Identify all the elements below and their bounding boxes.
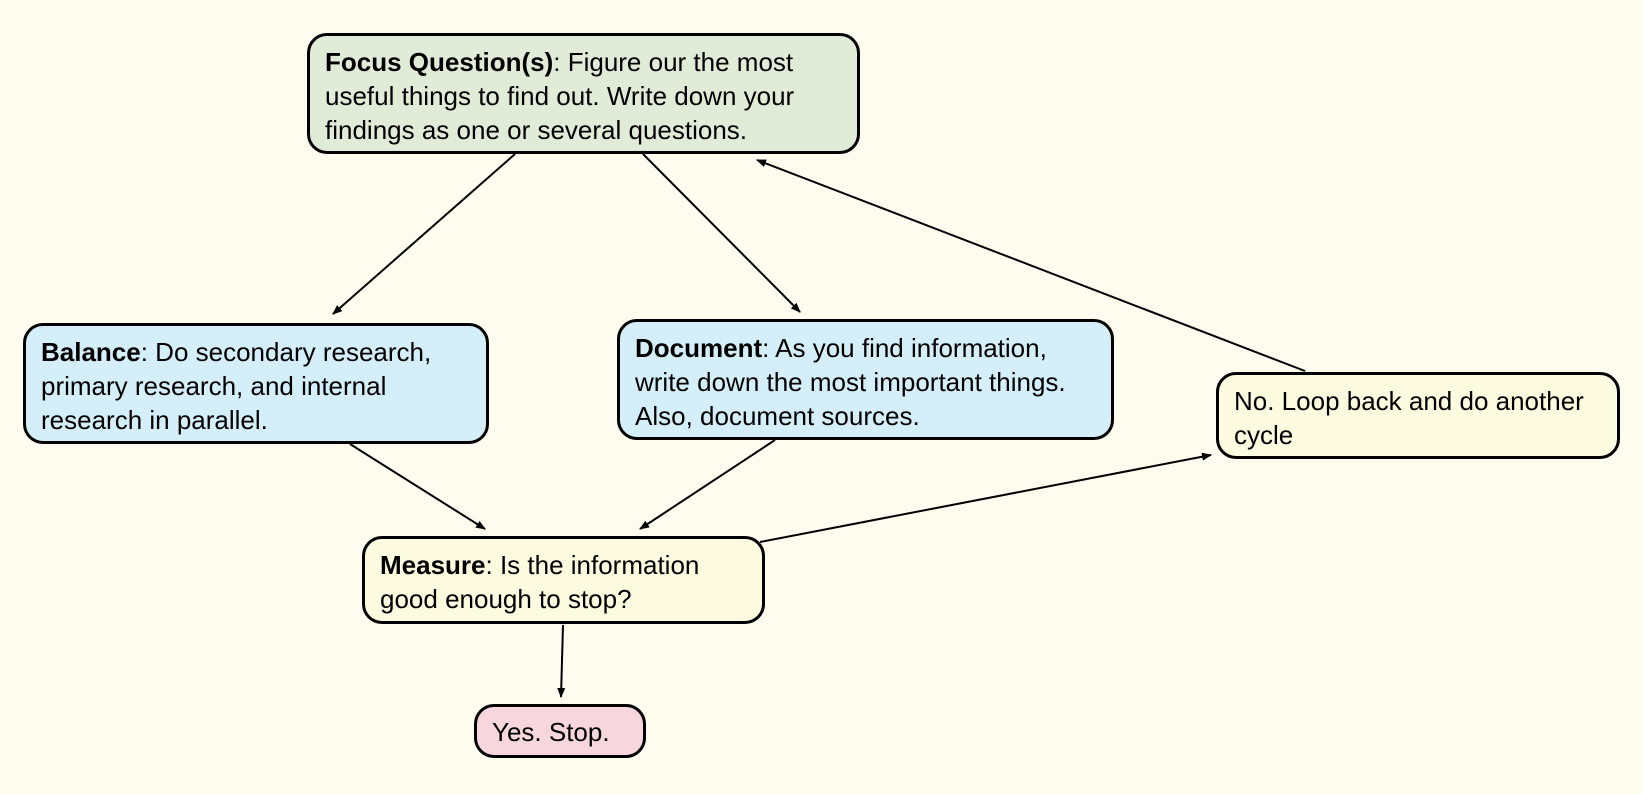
edge-focus-to-document	[642, 153, 801, 313]
node-document-label: Document	[635, 333, 763, 363]
edge-measure-to-stop	[557, 624, 566, 698]
node-stop-text: Yes. Stop.	[492, 717, 610, 747]
node-focus-question-label: Focus Question(s)	[325, 47, 554, 77]
edge-measure-to-loop	[759, 452, 1212, 543]
node-document-text: : As you find information, write down th…	[635, 333, 1066, 431]
node-loop-back[interactable]: No. Loop back and do another cycle	[1216, 372, 1620, 459]
edge-document-to-measure	[639, 439, 776, 530]
node-measure-label: Measure	[380, 550, 486, 580]
node-focus-question[interactable]: Focus Question(s): Figure our the most u…	[307, 33, 860, 154]
node-balance-text: : Do secondary research, primary researc…	[41, 337, 432, 435]
node-document[interactable]: Document: As you find information, write…	[617, 319, 1114, 440]
node-loop-back-text: No. Loop back and do another cycle	[1234, 386, 1584, 450]
edge-balance-to-measure	[349, 443, 486, 530]
node-measure-text: : Is the information good enough to stop…	[380, 550, 700, 614]
node-focus-question-text: : Figure our the most useful things to f…	[325, 47, 795, 145]
node-measure[interactable]: Measure: Is the information good enough …	[362, 536, 765, 624]
node-stop[interactable]: Yes. Stop.	[474, 704, 646, 758]
edge-focus-to-balance	[332, 153, 516, 315]
edge-loop-to-focus	[756, 159, 1306, 372]
node-balance[interactable]: Balance: Do secondary research, primary …	[23, 323, 489, 444]
node-balance-label: Balance	[41, 337, 141, 367]
